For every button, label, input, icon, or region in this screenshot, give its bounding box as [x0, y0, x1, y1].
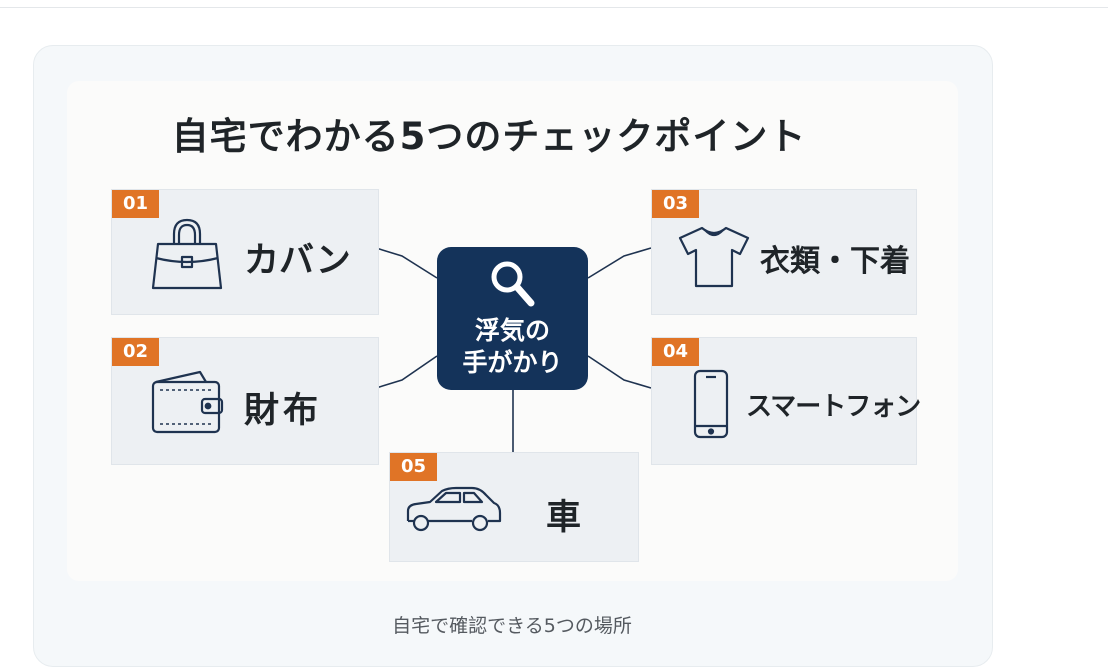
checkpoint-label: スマートフォン [746, 392, 921, 422]
checkpoint-label: 財布 [244, 391, 323, 431]
checkpoint-wallet: 02 財布 [111, 337, 379, 465]
number-badge: 04 [652, 338, 699, 366]
tshirt-icon [678, 226, 750, 288]
checkpoint-label: 車 [546, 498, 582, 538]
number-badge: 05 [390, 453, 437, 481]
center-node: 浮気の 手がかり [437, 247, 588, 390]
checkpoint-label: カバン [244, 241, 351, 281]
number-badge: 02 [112, 338, 159, 366]
figure-caption: 自宅で確認できる5つの場所 [392, 615, 632, 637]
number-badge: 03 [652, 190, 699, 218]
checkpoint-bag: 01 カバン [111, 189, 379, 315]
infographic-title: 自宅でわかる5つのチェックポイント [171, 115, 807, 158]
checkpoint-clothing: 03 衣類・下着 [651, 189, 917, 315]
smartphone-icon [693, 369, 729, 439]
center-label-line2: 手がかり [462, 348, 563, 377]
number-badge: 01 [112, 190, 159, 218]
handbag-icon [151, 218, 223, 290]
car-icon [406, 486, 502, 532]
wallet-icon [151, 370, 224, 434]
checkpoint-smartphone: 04 スマートフォン [651, 337, 921, 465]
connector-lines [375, 247, 652, 452]
top-divider [0, 0, 1108, 8]
checkpoint-label: 衣類・下着 [760, 244, 910, 279]
center-label-line1: 浮気の [474, 316, 550, 345]
checkpoint-car: 05 車 [389, 452, 639, 562]
search-icon [491, 261, 535, 307]
center-label: 浮気の 手がかり [437, 315, 588, 379]
